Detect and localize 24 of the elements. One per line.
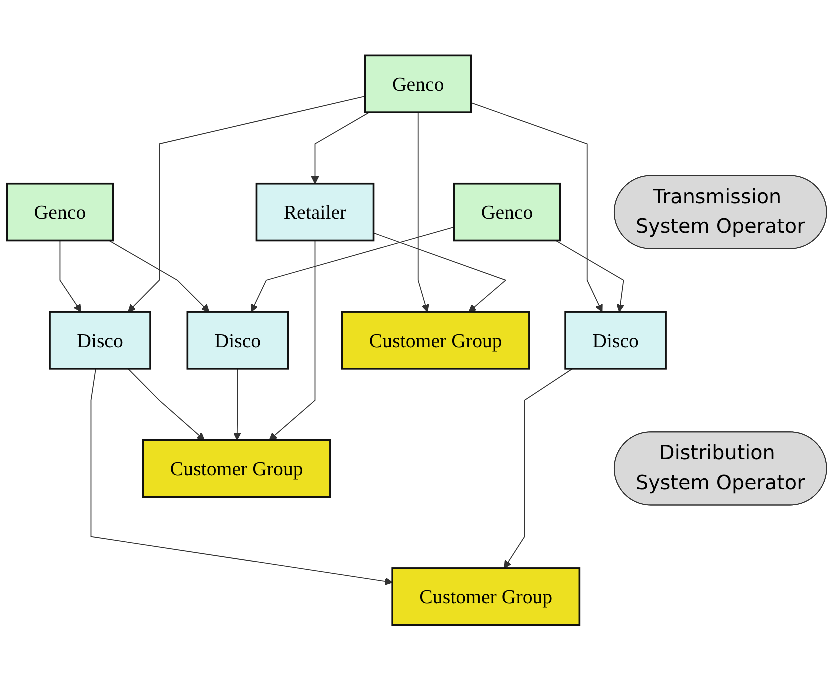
arrow bbox=[470, 102, 603, 312]
node-box: Genco bbox=[6, 182, 114, 242]
arrow bbox=[128, 368, 205, 441]
node-box: Customer Group bbox=[142, 439, 332, 498]
node-box: Disco bbox=[49, 311, 152, 370]
node-box: Genco bbox=[364, 54, 472, 114]
arrow bbox=[128, 96, 366, 312]
node-box: Genco bbox=[453, 182, 562, 242]
node-box: Customer Group bbox=[341, 311, 530, 370]
arrow bbox=[418, 112, 430, 312]
arrow bbox=[269, 240, 316, 441]
arrow bbox=[555, 240, 624, 312]
arrow bbox=[250, 226, 455, 312]
node-box: Disco bbox=[564, 311, 667, 370]
arrow bbox=[373, 232, 507, 312]
arrow bbox=[108, 240, 210, 312]
arrow bbox=[311, 112, 370, 184]
arrow bbox=[504, 368, 574, 569]
arrow bbox=[90, 368, 393, 586]
arrow bbox=[60, 240, 82, 312]
node-box: Customer Group bbox=[392, 568, 581, 626]
node-box: Retailer bbox=[256, 182, 375, 242]
node-box: Disco bbox=[186, 311, 290, 370]
arrow bbox=[233, 368, 242, 441]
